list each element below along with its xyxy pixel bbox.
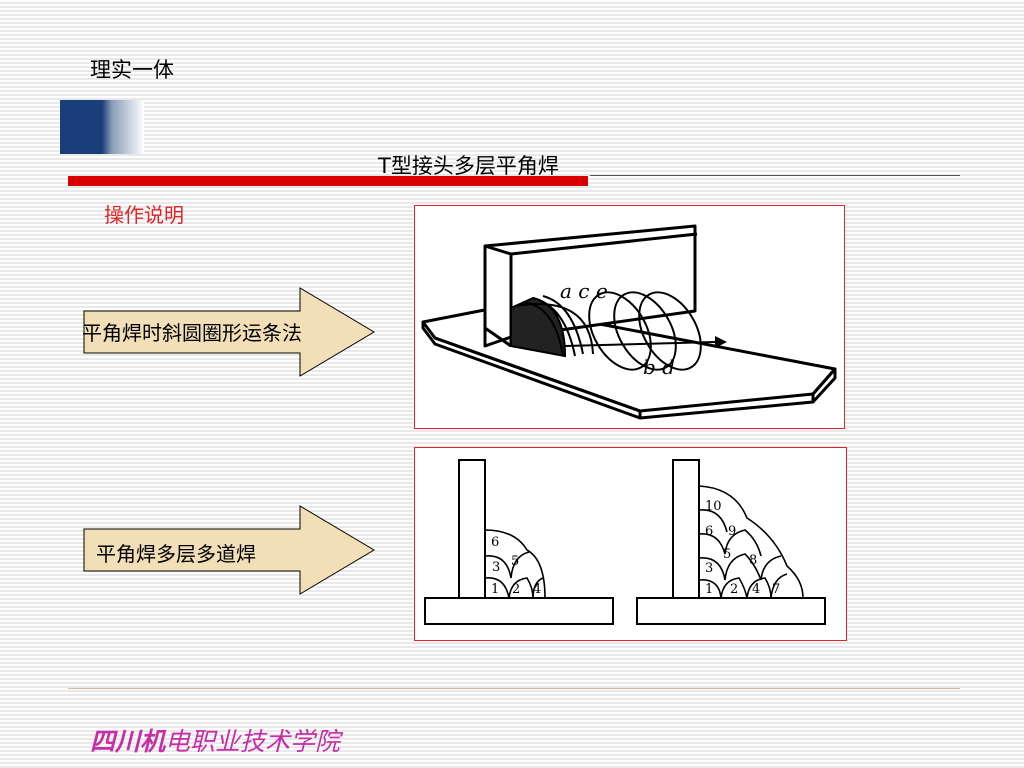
logo-block	[60, 100, 144, 154]
right-bead-2: 2	[730, 582, 738, 597]
arrow-label-2: 平角焊多层多道焊	[96, 542, 256, 566]
title-rule	[590, 175, 960, 176]
school-name: 四川机电职业技术学院	[90, 722, 340, 758]
arrow-shape-2	[83, 505, 375, 595]
t-joint-weaving-diagram: a c e b d	[414, 205, 845, 429]
arrow-callout-2: 平角焊多层多道焊	[82, 505, 378, 595]
arrow-shape-1	[83, 287, 375, 377]
bead-drawings: 1 2 3 4 5 6 1 2 3 4 5 6 7 8 9 10	[424, 459, 826, 625]
right-bead-8: 8	[749, 553, 757, 568]
left-bead-2: 2	[512, 582, 520, 597]
letters-bottom: b d	[643, 355, 675, 379]
right-bead-6: 6	[705, 524, 713, 539]
right-bead-7: 7	[772, 582, 780, 597]
school-name-bold: 四川机	[90, 727, 166, 756]
left-bead-4: 4	[533, 582, 541, 597]
right-bead-4: 4	[752, 582, 760, 597]
school-name-rest: 电职业技术学院	[165, 727, 341, 756]
right-bead-3: 3	[705, 561, 713, 576]
left-bead-6: 6	[491, 535, 499, 550]
section-label: 操作说明	[104, 203, 184, 227]
title-red-bar	[68, 176, 588, 186]
slide-title: T型接头多层平角焊	[378, 154, 559, 178]
right-bead-9: 9	[728, 524, 736, 539]
multi-pass-bead-diagram: 1 2 3 4 5 6 1 2 3 4 5 6 7 8 9 10	[414, 447, 847, 641]
t-joint-drawing: a c e b d	[421, 224, 837, 420]
right-bead-5: 5	[723, 547, 731, 562]
left-bead-3: 3	[492, 560, 500, 575]
arrow-label-1: 平角焊时斜圆圈形运条法	[82, 321, 302, 345]
top-label: 理实一体	[90, 58, 174, 82]
left-bead-1: 1	[491, 582, 499, 597]
right-bead-1: 1	[705, 582, 713, 597]
left-bead-5: 5	[511, 554, 519, 569]
letters-top: a c e	[560, 279, 608, 303]
arrow-callout-1: 平角焊时斜圆圈形运条法	[82, 287, 378, 377]
footer-rule	[68, 688, 960, 689]
right-bead-10: 10	[705, 499, 722, 514]
